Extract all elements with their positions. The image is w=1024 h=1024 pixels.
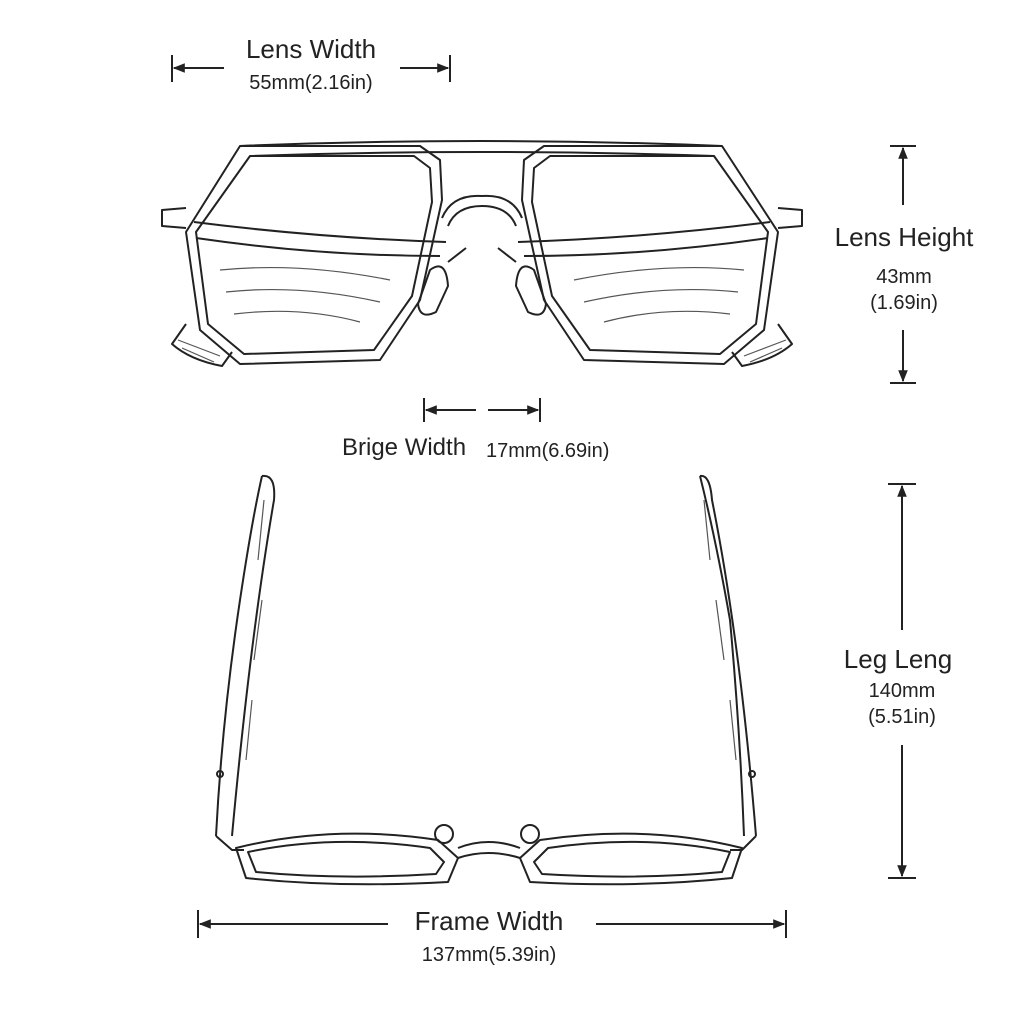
lens-height-value: 43mm [876, 266, 932, 288]
frame-width-value: 137mm(5.39in) [421, 944, 557, 966]
frame-width-title: Frame Width [414, 906, 564, 936]
bridge-width-value: 17mm(6.69in) [486, 440, 610, 462]
lens-width-title: Lens Width [245, 34, 377, 64]
glasses-front-view [161, 140, 803, 367]
leg-length-title: Leg Leng [843, 644, 953, 674]
lens-width-dimension [171, 55, 451, 82]
bridge-width-dimension [423, 398, 541, 422]
bridge-width-title: Brige Width [342, 434, 467, 461]
glasses-top-view [215, 474, 757, 886]
leg-length-dimension [888, 483, 916, 879]
frame-width-dimension [197, 910, 787, 938]
leg-length-value: 140mm [868, 680, 936, 702]
leg-length-value-inches: (5.51in) [868, 706, 936, 728]
lens-height-title: Lens Height [834, 222, 974, 252]
lens-height-value-inches: (1.69in) [870, 292, 938, 314]
lens-width-value: 55mm(2.16in) [249, 72, 373, 94]
lens-height-dimension [890, 145, 916, 384]
